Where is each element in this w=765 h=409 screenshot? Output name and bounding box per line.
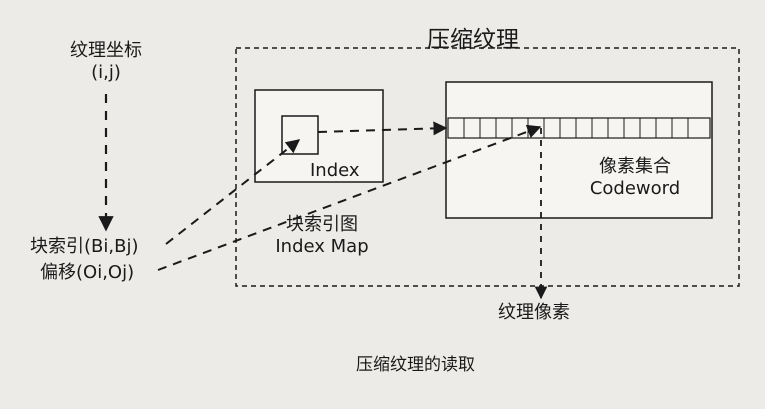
arrow-block-to-index bbox=[165, 139, 301, 245]
texture-coord-text: 纹理坐标 bbox=[70, 40, 142, 61]
index-map-text-zh: 块索引图 bbox=[286, 214, 358, 235]
index-cell bbox=[281, 115, 319, 155]
texel-output-label: 纹理像素 bbox=[498, 302, 570, 323]
arrow-index-to-codeword bbox=[317, 121, 448, 136]
codeword-text-zh: 像素集合 bbox=[599, 156, 671, 177]
codeword-box bbox=[445, 81, 713, 219]
index-map-box bbox=[254, 89, 384, 183]
codeword-text-en: Codeword bbox=[589, 178, 681, 199]
arrow-offset-to-pixel bbox=[157, 124, 542, 271]
index-map-text-en: Index Map bbox=[275, 236, 369, 257]
texture-coord-label: 纹理坐标 (i,j) bbox=[48, 40, 164, 84]
offset-label: 偏移(Oi,Oj) bbox=[40, 262, 135, 283]
codeword-pixel-strip bbox=[447, 117, 711, 139]
index-label: Index bbox=[310, 160, 360, 181]
compressed-texture-title: 压缩纹理 bbox=[427, 27, 519, 53]
compressed-texture-frame bbox=[235, 47, 740, 287]
codeword-label: 像素集合 Codeword bbox=[580, 156, 690, 200]
texture-coord-value: (i,j) bbox=[91, 62, 121, 83]
figure-caption: 压缩纹理的读取 bbox=[356, 355, 475, 375]
index-map-label: 块索引图 Index Map bbox=[262, 214, 382, 258]
block-index-label: 块索引(Bi,Bj) bbox=[30, 236, 139, 257]
